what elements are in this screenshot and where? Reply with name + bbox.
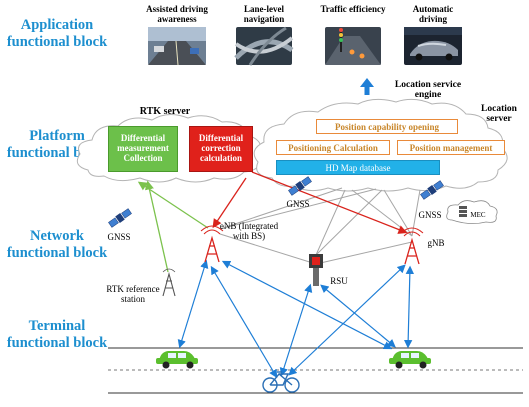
app-label-traffic: Traffic efficiency bbox=[320, 4, 386, 14]
hd-map-database-box: HD Map database bbox=[276, 160, 440, 175]
app-photo-lane bbox=[234, 26, 294, 66]
gnss-left-label: GNSS bbox=[107, 232, 131, 242]
application-block-label: Application functional block bbox=[6, 17, 108, 50]
car-icon-right bbox=[389, 351, 431, 369]
measurement-links bbox=[137, 180, 209, 273]
correction-links bbox=[212, 171, 408, 234]
app-photo-automatic bbox=[404, 27, 462, 65]
gnss-right-label: GNSS bbox=[418, 210, 442, 220]
rtk-server-label: RTK server bbox=[139, 106, 191, 117]
car-icon-left bbox=[156, 351, 198, 369]
network-links bbox=[219, 187, 421, 265]
gnss-center-label: GNSS bbox=[286, 199, 310, 209]
gnb-label: gNB bbox=[427, 238, 445, 248]
satellite-icon-right bbox=[420, 180, 444, 200]
app-photo-assisted bbox=[148, 27, 206, 66]
antenna-tower-icon-enb bbox=[200, 225, 224, 263]
positioning-calculation-box: Positioning Calculation bbox=[276, 140, 390, 155]
location-service-engine-label: Location service engine bbox=[394, 80, 462, 100]
up-arrow-icon bbox=[360, 78, 374, 95]
differential-measurement-box: Differential measurement Collection bbox=[108, 126, 178, 172]
location-server-label: Location server bbox=[481, 104, 517, 124]
rtk-reference-station-label: RTK reference station bbox=[106, 284, 160, 304]
enb-label: eNB (Integrated with BS) bbox=[219, 221, 279, 241]
position-management-box: Position management bbox=[397, 140, 505, 155]
differential-correction-box: Differential correction calculation bbox=[189, 126, 253, 172]
bicycle-icon bbox=[262, 371, 300, 393]
app-photo-traffic bbox=[325, 27, 381, 65]
mec-label: MEC bbox=[470, 211, 486, 219]
position-capability-box: Position capability opening bbox=[316, 119, 458, 134]
app-label-assisted: Assisted driving awareness bbox=[146, 4, 208, 24]
antenna-tower-icon-rtk bbox=[162, 268, 176, 297]
satellite-icon-left bbox=[108, 208, 132, 228]
radio-links bbox=[177, 259, 415, 379]
rsu-icon bbox=[309, 254, 323, 286]
mec-cloud-icon bbox=[446, 200, 498, 224]
rsu-label: RSU bbox=[330, 276, 348, 286]
network-block-label: Network functional block bbox=[6, 228, 108, 261]
app-label-lane: Lane-level navigation bbox=[243, 4, 285, 24]
app-label-automatic: Automatic driving bbox=[412, 4, 454, 24]
antenna-tower-icon-gnb bbox=[400, 227, 424, 265]
terminal-block-label: Terminal functional block bbox=[6, 318, 108, 351]
satellite-icon-center bbox=[288, 176, 312, 196]
